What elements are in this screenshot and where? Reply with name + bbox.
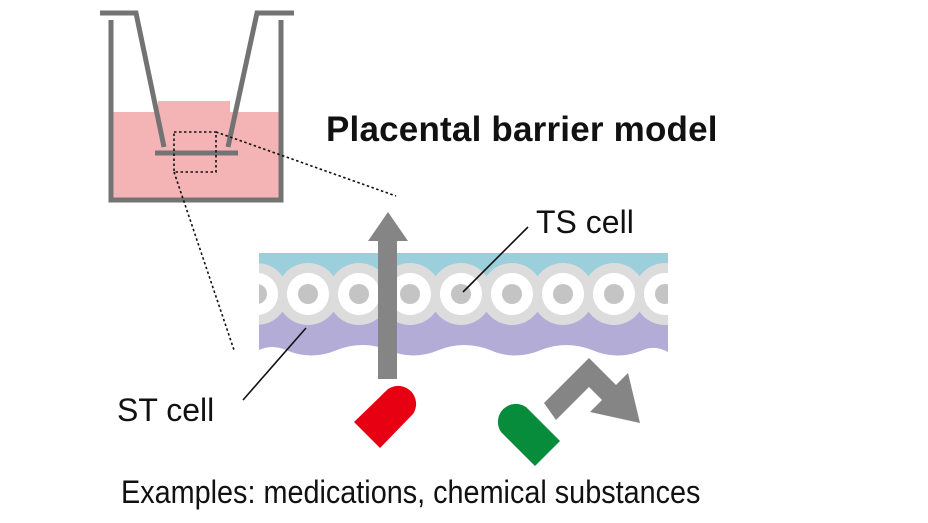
culture-well xyxy=(100,10,294,203)
nucleus xyxy=(298,284,318,304)
st-cell-label: ST cell xyxy=(117,392,215,428)
nucleus xyxy=(655,284,668,304)
capsule-blocked-icon xyxy=(497,403,560,466)
nucleus xyxy=(259,284,267,304)
zoom-box xyxy=(173,131,217,173)
nucleus xyxy=(604,284,624,304)
zoom-line-upper xyxy=(215,131,397,197)
nucleus xyxy=(553,284,573,304)
nucleus xyxy=(502,284,522,304)
zoom-line-lower xyxy=(173,171,235,351)
ts-cell-pointer xyxy=(462,226,529,293)
ts-cell-row xyxy=(259,263,668,325)
capsule-passing-icon xyxy=(354,385,417,448)
page-title: Placental barrier model xyxy=(326,110,718,149)
culture-medium xyxy=(113,101,280,198)
cell-barrier xyxy=(259,253,668,356)
deflected-arrow xyxy=(544,358,640,423)
st-cell-pointer xyxy=(242,327,307,401)
magnification-indicator xyxy=(173,131,397,351)
insert-right-wall xyxy=(225,10,294,148)
examples-caption: Examples: medications, chemical substanc… xyxy=(121,474,701,510)
nucleus xyxy=(349,284,369,304)
well-outline xyxy=(108,20,284,203)
cytoplasm xyxy=(259,273,278,315)
insert-left-wall xyxy=(100,10,167,148)
pass-through-arrow xyxy=(368,212,408,379)
nucleus xyxy=(400,284,420,304)
ts-cell-label: TS cell xyxy=(536,204,634,240)
